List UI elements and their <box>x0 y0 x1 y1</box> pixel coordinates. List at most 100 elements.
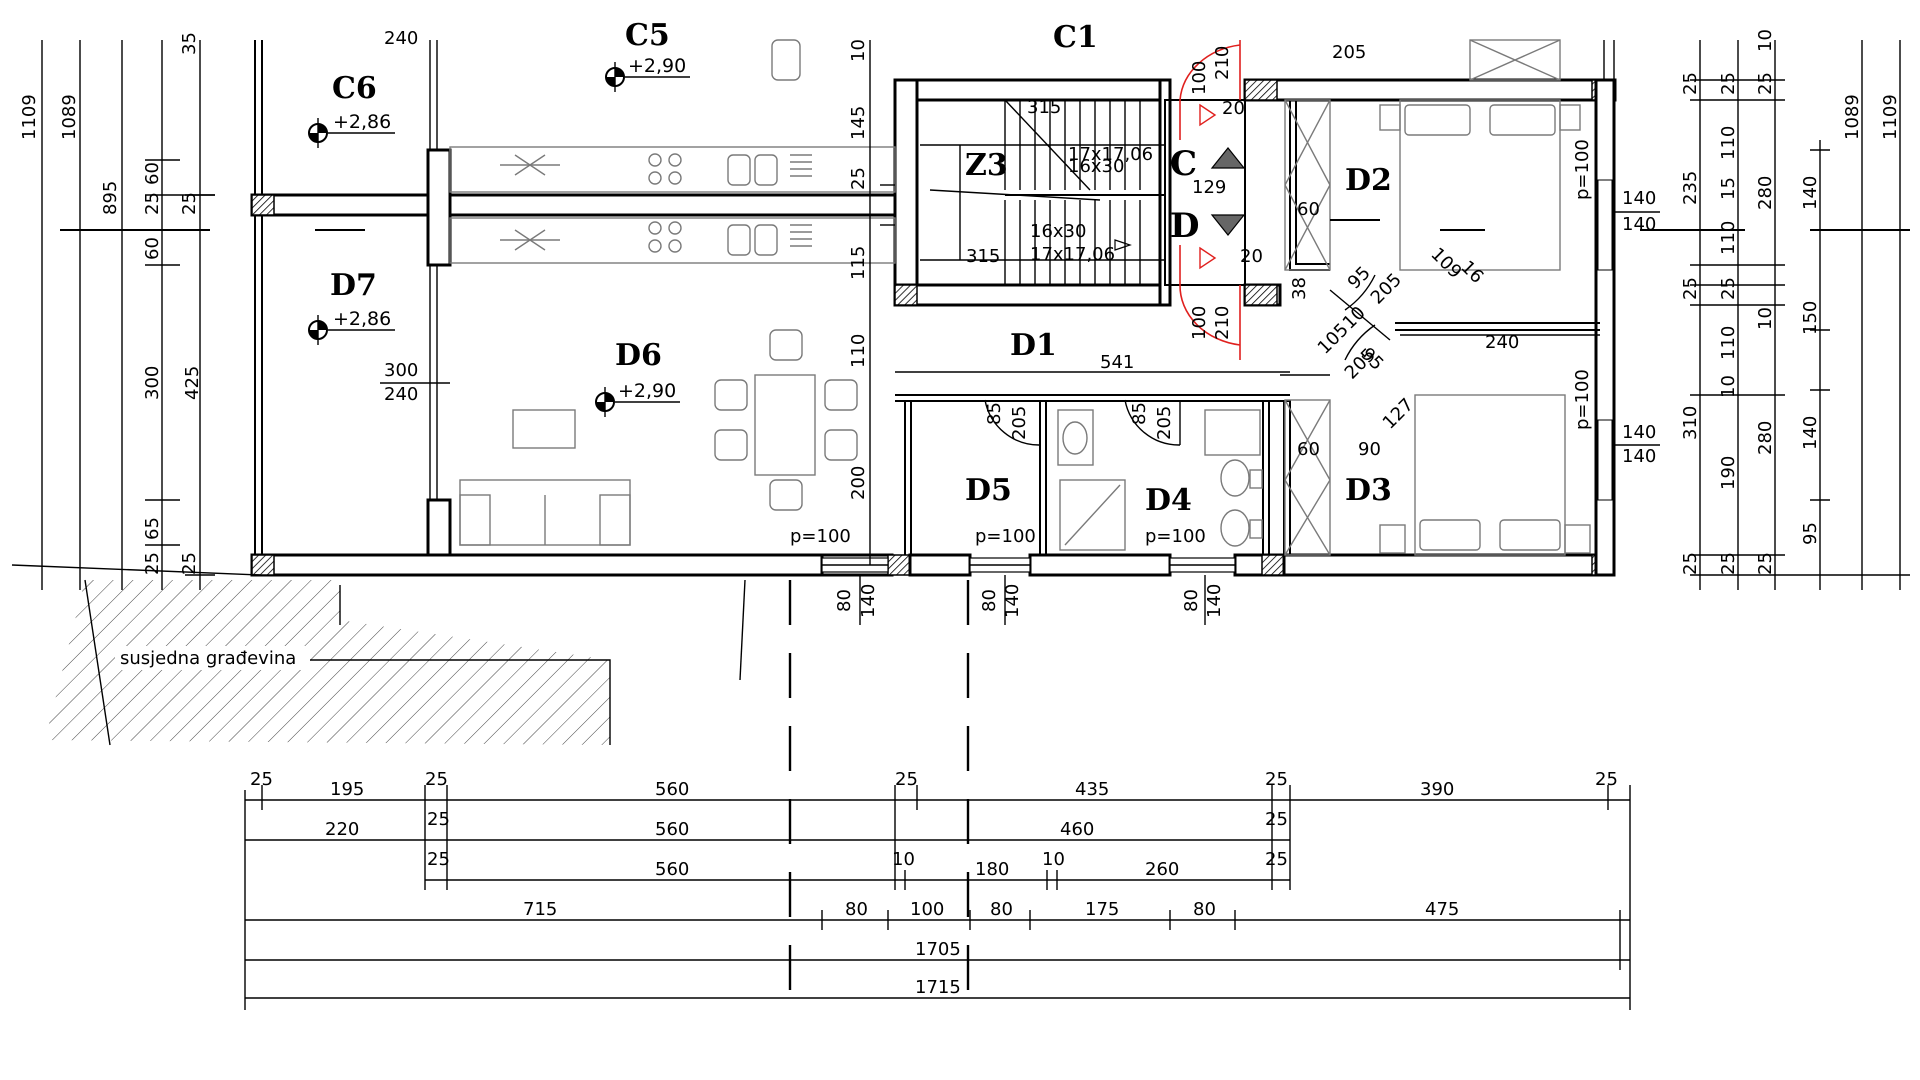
rdim-235: 235 <box>1680 171 1701 205</box>
d7-dim-300: 300 <box>384 360 418 381</box>
bdim-r4-3: 80 <box>990 899 1013 920</box>
dim-95-a: 95 <box>1344 262 1375 293</box>
dim-c60b: 60 <box>142 237 163 260</box>
d1-length: 541 <box>1100 352 1134 373</box>
room-c6: C6 <box>332 71 377 106</box>
bdim-r2-2: 560 <box>655 819 689 840</box>
dim-c25b: 25 <box>179 192 200 215</box>
d5-door-a: 85 <box>984 402 1005 425</box>
dim-c65: 65 <box>142 517 163 540</box>
bdim-r3-3: 180 <box>975 859 1009 880</box>
room-d2: D2 <box>1345 163 1392 198</box>
win-140-e: 140 <box>858 584 879 618</box>
rdim-25h: 25 <box>1755 552 1776 575</box>
d4-door-b: 205 <box>1154 406 1175 440</box>
dim-c25a: 25 <box>142 192 163 215</box>
dim-c60: 60 <box>142 162 163 185</box>
rdim-280a: 280 <box>1755 176 1776 210</box>
room-d6: D6 <box>615 338 662 373</box>
bdim-r1-7: 390 <box>1420 779 1454 800</box>
bdim-r4-0: 715 <box>523 899 557 920</box>
rdim-110a: 110 <box>1718 126 1739 160</box>
rdim-1089: 1089 <box>1842 94 1863 140</box>
dim-60-d3: 60 <box>1297 439 1320 460</box>
bdim-r1-3: 560 <box>655 779 689 800</box>
stair-lower-riser: 17x17,06 <box>1030 244 1115 265</box>
bdim-r4-2: 100 <box>910 899 944 920</box>
rdim-25e: 25 <box>1718 277 1739 300</box>
neighbor-building: susjedna građevina <box>11 564 746 746</box>
bdim-r1-6: 25 <box>1265 769 1288 790</box>
dim-c35: 35 <box>179 32 200 55</box>
bedroom-furniture <box>1280 39 1591 556</box>
level-c5: +2,90 <box>628 55 686 77</box>
dim-c25d: 25 <box>179 552 200 575</box>
lift-dim-d: 210 <box>1212 306 1233 340</box>
bdim-r2-3: 460 <box>1060 819 1094 840</box>
right-dimension-text: 25 25 25 10 110 235 15 280 140 110 25 25… <box>1680 29 1901 575</box>
bottom-dimension-text: 25 195 25 560 25 435 25 390 25 220 25 56… <box>250 769 1618 998</box>
rdim-140b: 140 <box>1800 416 1821 450</box>
room-d3: D3 <box>1345 473 1392 508</box>
d2-width: 205 <box>1332 42 1366 63</box>
lift-dim-b: 210 <box>1212 46 1233 80</box>
rdim-150: 150 <box>1800 301 1821 335</box>
rdim-10b: 10 <box>1718 375 1739 398</box>
stair-upper-count: 16x30 <box>1068 156 1124 177</box>
room-labels: C6 C5 C1 D7 D6 Z3 C D D1 D2 D3 D4 D5 <box>330 18 1392 518</box>
neighbor-label: susjedna građevina <box>120 648 296 669</box>
bdim-r1-0: 25 <box>250 769 273 790</box>
dim-1109-left: 1109 <box>19 94 40 140</box>
bdim-r1-4: 25 <box>895 769 918 790</box>
win-140-c: 140 <box>1622 422 1656 443</box>
kitchen-counters <box>449 39 896 264</box>
d4-door-a: 85 <box>1129 402 1150 425</box>
bdim-r4-6: 475 <box>1425 899 1459 920</box>
rdim-25f: 25 <box>1680 552 1701 575</box>
win-140-g: 140 <box>1204 584 1225 618</box>
rdim-25d: 25 <box>1680 277 1701 300</box>
win-80-c: 80 <box>1181 589 1202 612</box>
win-140-d: 140 <box>1622 446 1656 467</box>
dim-16: 16 <box>1456 257 1487 288</box>
bdim-r3-2: 10 <box>892 849 915 870</box>
landing-width: 129 <box>1192 177 1226 198</box>
top-dim-240: 240 <box>384 28 418 49</box>
rdim-280b: 280 <box>1755 421 1776 455</box>
d7-dim-240: 240 <box>384 384 418 405</box>
bdim-r3-0: 25 <box>427 849 450 870</box>
rdim-110c: 110 <box>1718 326 1739 360</box>
sill-d3: p=100 <box>1572 369 1593 430</box>
dim-c425: 425 <box>182 366 203 400</box>
bdim-r3-1: 560 <box>655 859 689 880</box>
level-marker-icon <box>308 315 395 345</box>
rdim-top10: 10 <box>1755 29 1776 52</box>
bdim-r3-6: 25 <box>1265 849 1288 870</box>
dim-90: 90 <box>1358 439 1381 460</box>
level-c6: +2,86 <box>333 111 391 133</box>
room-d: D <box>1170 206 1199 246</box>
room-d4: D4 <box>1145 483 1192 518</box>
rdim-25b: 25 <box>1718 72 1739 95</box>
room-c5: C5 <box>625 18 670 53</box>
bdim-r3-4: 10 <box>1042 849 1065 870</box>
rdim-10a: 10 <box>1755 307 1776 330</box>
dim-60-d2: 60 <box>1297 199 1320 220</box>
room-z3: Z3 <box>965 148 1008 183</box>
rdim-310: 310 <box>1680 406 1701 440</box>
room-c: C <box>1170 144 1197 184</box>
rdim-25a: 25 <box>1680 72 1701 95</box>
bdim-r2-0: 220 <box>325 819 359 840</box>
stair-lower-len: 315 <box>966 246 1000 267</box>
dim-895: 895 <box>100 181 121 215</box>
left-dimension-lines <box>41 40 365 590</box>
room-d5: D5 <box>965 473 1012 508</box>
dim-c300: 300 <box>142 366 163 400</box>
win-80-b: 80 <box>979 589 1000 612</box>
staircase: 315 16x30 17x17,06 16x30 17x17,06 315 <box>880 97 1165 285</box>
bdim-r1-8: 25 <box>1595 769 1618 790</box>
win-80-a: 80 <box>834 589 855 612</box>
bdim-r1-2: 25 <box>425 769 448 790</box>
rdim-15: 15 <box>1718 177 1739 200</box>
room-c1: C1 <box>1053 20 1098 55</box>
